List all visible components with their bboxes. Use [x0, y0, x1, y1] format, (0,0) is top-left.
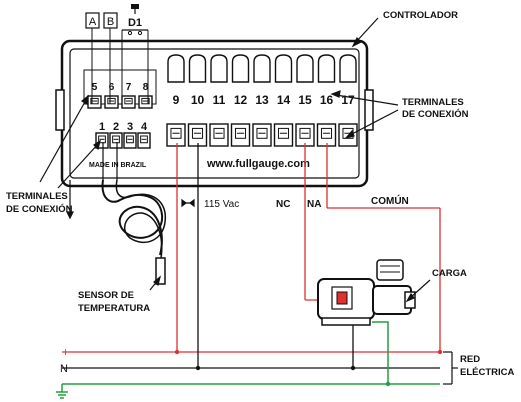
terminal-screw-12: [230, 123, 251, 147]
terminal-cap-9: [167, 54, 185, 83]
terminal-screw-13: [252, 123, 272, 147]
bottom-small-terminals: [95, 132, 151, 149]
terminal-screw-3: [123, 132, 137, 149]
terminal-number-4: 4: [141, 121, 148, 133]
terminal-cap-11: [210, 54, 228, 83]
controller-label: CONTROLADOR: [383, 10, 458, 21]
terminal-cap-16: [317, 54, 336, 83]
terminal-screw-9: [166, 123, 186, 147]
terminal-screw-5: [87, 95, 102, 109]
terminal-screw-4: [137, 132, 151, 149]
network-label-line2: ELÉCTRICA: [460, 367, 515, 378]
terminal-number-13: 13: [255, 93, 269, 107]
bottom-terminal-block: [166, 123, 358, 147]
terminal-number-16: 16: [320, 93, 334, 107]
terminals-left-label-line1: TERMINALES: [6, 191, 68, 202]
load-motor-icon: [317, 259, 416, 326]
top-small-terminals: [87, 95, 153, 109]
terminal-number-11: 11: [213, 93, 226, 107]
terminals-right-label-line2: DE CONEXIÓN: [402, 108, 469, 120]
temperature-sensor: [101, 142, 166, 285]
terminal-number-5: 5: [92, 82, 98, 93]
terminal-screw-6: [104, 95, 119, 109]
terminal-screw-2: [109, 132, 123, 149]
terminal-screw-7: [121, 95, 136, 109]
terminal-number-3: 3: [127, 121, 133, 133]
pointer-lines: [39, 17, 458, 385]
terminal-cap-17: [339, 54, 357, 83]
neutral-wire: [62, 143, 440, 369]
terminals-left-label-line2: DE CONEXIÓN: [6, 203, 73, 215]
terminal-cap-15: [296, 54, 314, 83]
terminal-number-6: 6: [109, 82, 115, 93]
voltage-label: 115 Vac: [204, 199, 239, 210]
terminal-cap-12: [231, 54, 250, 83]
terminal-number-2: 2: [113, 121, 119, 133]
terminal-cap-10: [188, 54, 207, 83]
junction-dots: [174, 349, 443, 387]
plus-label: +: [62, 345, 69, 359]
terminal-screw-14: [273, 123, 294, 147]
ground-wire: [56, 321, 440, 399]
load-label: CARGA: [432, 268, 467, 279]
top-terminal-caps: [167, 54, 357, 83]
network-label-line1: RED: [460, 354, 480, 365]
terminal-screw-11: [209, 123, 229, 147]
terminal-number-14: 14: [277, 93, 291, 107]
input-labels: A B D1: [85, 4, 149, 104]
terminal-number-8: 8: [143, 82, 149, 93]
made-in-brazil-label: MADE IN BRAZIL: [89, 162, 147, 169]
terminal-number-12: 12: [234, 93, 248, 107]
terminal-screw-10: [187, 123, 208, 147]
terminal-number-15: 15: [298, 93, 312, 107]
terminal-number-1: 1: [99, 121, 105, 133]
common-label: COMÚN: [371, 194, 409, 207]
terminal-numbers-9-17: 9 10 11 12 13 14 15 16 17: [173, 93, 355, 107]
label-d1: D1: [128, 17, 142, 29]
terminal-screw-8: [138, 95, 153, 109]
website-label: www.fullgauge.com: [206, 158, 310, 170]
terminal-cap-14: [274, 54, 293, 83]
terminal-screw-16: [316, 123, 337, 147]
label-b: B: [107, 16, 114, 28]
neutral-label: N: [60, 363, 68, 375]
terminal-screw-15: [295, 123, 315, 147]
terminal-number-7: 7: [126, 82, 132, 93]
sensor-label-line1: SENSOR DE: [78, 290, 134, 301]
terminal-number-10: 10: [191, 93, 205, 107]
terminal-number-17: 17: [341, 93, 355, 107]
terminal-cap-13: [253, 54, 271, 83]
na-label: NA: [307, 199, 321, 210]
terminals-right-label-line1: TERMINALES: [402, 97, 464, 108]
sensor-label-line2: TEMPERATURA: [78, 303, 150, 314]
terminal-number-9: 9: [173, 93, 180, 107]
nc-label: NC: [276, 199, 290, 210]
label-a: A: [89, 16, 97, 28]
